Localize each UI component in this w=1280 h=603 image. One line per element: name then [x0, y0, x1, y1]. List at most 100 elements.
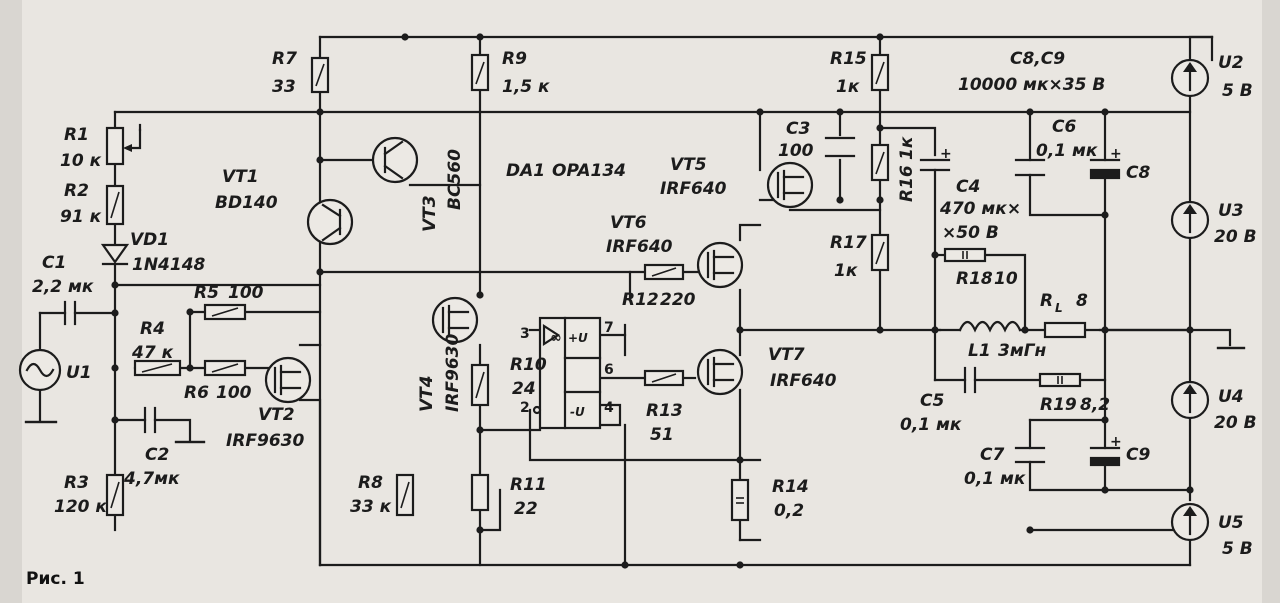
label-VT7: VT7: [768, 345, 805, 365]
label-VT2: VT2: [258, 405, 295, 425]
label-U4: U4: [1218, 387, 1244, 407]
label-R1: R1: [64, 125, 89, 145]
label-U2-value: 5 В: [1222, 81, 1253, 101]
label-R17: R17: [830, 233, 867, 253]
label-C2: C2: [145, 445, 169, 465]
label-VT4: VT4: [417, 375, 437, 412]
left-text-band: [0, 0, 22, 603]
label-R10: R10: [510, 355, 547, 375]
resistor-R2: [105, 184, 125, 226]
label-C3: C3: [786, 119, 810, 139]
label-VD1-value: 1N4148: [132, 255, 206, 275]
label-C8C9: C8,C9: [1010, 49, 1065, 69]
resistor-R10: [470, 363, 490, 407]
label-R6-value: 100: [216, 383, 252, 403]
label-R10-value: 24: [512, 379, 536, 399]
capacitor-C7: [1014, 446, 1046, 464]
label-R5-value: 100: [228, 283, 264, 303]
resistor-R4: [133, 359, 182, 377]
label-R3-value: 120 к: [54, 497, 107, 517]
label-VT6: VT6: [610, 213, 647, 233]
pin-2-label: 2: [520, 400, 530, 416]
label-VT7-value: IRF640: [770, 371, 837, 391]
resistor-R12: [643, 263, 685, 281]
label-R5: R5: [194, 283, 219, 303]
label-C4-value: 470 мк×: [939, 199, 1021, 219]
opamp-DA1: [532, 316, 602, 430]
resistor-R19: [1038, 372, 1082, 388]
label-R4-value: 47 к: [131, 343, 174, 363]
transistor-VT6: [696, 241, 744, 289]
label-C6-value: 0,1 мк: [1036, 141, 1098, 161]
label-VT5-value: IRF640: [660, 179, 727, 199]
pin-3-label: 3: [520, 326, 530, 342]
label-R1-value: 10 к: [60, 151, 102, 171]
label-C7-value: 0,1 мк: [964, 469, 1026, 489]
label-U4-value: 20 В: [1214, 413, 1257, 433]
label-C8C9-value: 10000 мк×35 В: [958, 75, 1105, 95]
opamp-vminus-label: -U: [570, 405, 585, 419]
label-C8: C8: [1126, 163, 1150, 183]
resistor-R11: [470, 473, 490, 512]
label-U3-value: 20 В: [1214, 227, 1257, 247]
label-VT1: VT1: [222, 167, 259, 187]
label-L1-value: 3мГн: [998, 341, 1047, 361]
resistor-R9: [470, 53, 490, 92]
label-VT6-value: IRF640: [606, 237, 673, 257]
label-DA1-value: OPA134: [552, 161, 626, 181]
label-C2-value: 4,7мк: [123, 469, 180, 489]
resistor-RL: [1043, 321, 1087, 339]
component-labels: R7 33 R9 1,5 к R15 1к C8,C9 10000 мк×35 …: [32, 49, 1257, 559]
label-C4-value2: ×50 В: [942, 223, 999, 243]
label-RL: R: [1040, 291, 1053, 311]
svg-text:+: +: [1110, 434, 1122, 450]
label-R8-value: 33 к: [350, 497, 392, 517]
resistor-R6: [203, 359, 247, 377]
resistor-R16: [870, 143, 890, 182]
dc-source-U3: [1170, 200, 1210, 240]
label-DA1: DA1: [506, 161, 545, 181]
signal-source-U1: [18, 348, 62, 392]
label-R7-value: 33: [272, 77, 296, 97]
capacitor-C1: [63, 300, 77, 326]
label-C5-value: 0,1 мк: [900, 415, 962, 435]
label-VT1-value: BD140: [215, 193, 278, 213]
capacitor-C5: [963, 366, 977, 394]
label-U5: U5: [1218, 513, 1244, 533]
label-R18-value: 10: [994, 269, 1018, 289]
capacitor-C2: [143, 406, 157, 434]
resistor-R14: [730, 478, 750, 522]
label-R13-value: 51: [650, 425, 674, 445]
dc-source-U4: [1170, 380, 1210, 420]
label-R2: R2: [64, 181, 89, 201]
transistor-VT7: [696, 348, 744, 396]
label-C9: C9: [1126, 445, 1150, 465]
label-C3-value: 100: [778, 141, 814, 161]
junctions: [111, 33, 1194, 569]
resistor-R15: [870, 53, 890, 92]
label-R14: R14: [772, 477, 809, 497]
svg-text:+: +: [940, 146, 952, 162]
label-U3: U3: [1218, 201, 1244, 221]
label-R19-value: 8,2: [1080, 395, 1110, 415]
wires: [24, 35, 1246, 567]
label-R2-value: 91 к: [60, 207, 102, 227]
transistor-VT3: [306, 198, 354, 246]
dc-source-U2: [1170, 58, 1210, 98]
transistor-VT1: [371, 136, 419, 184]
pin-4-label: 4: [604, 400, 614, 416]
label-R8: R8: [358, 473, 383, 493]
right-text-band: [1262, 0, 1280, 603]
resistor-R13: [643, 369, 685, 387]
resistor-R8: [395, 473, 415, 517]
label-U5-value: 5 В: [1222, 539, 1253, 559]
figure-caption: Рис. 1: [26, 569, 85, 589]
capacitor-C3: [824, 136, 856, 158]
resistor-R3: [105, 473, 125, 517]
label-C7: C7: [980, 445, 1004, 465]
label-R9: R9: [502, 49, 527, 69]
diode-VD1: [100, 243, 130, 266]
label-VD1: VD1: [130, 230, 169, 250]
label-C5: C5: [920, 391, 944, 411]
